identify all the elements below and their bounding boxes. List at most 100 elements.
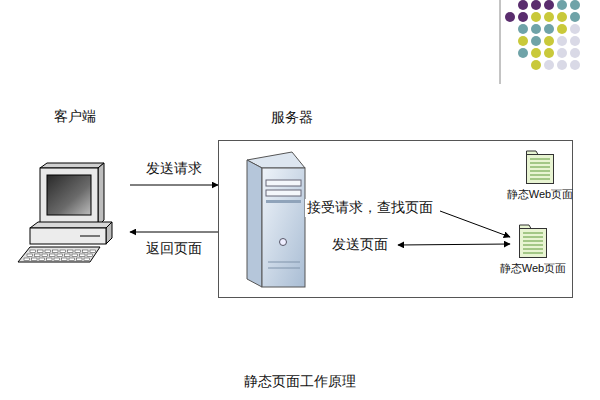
computer-illustration [18, 163, 112, 262]
icon-line [530, 159, 550, 160]
icon-line [523, 245, 543, 246]
request-arrow [130, 232, 218, 233]
icon-page [520, 229, 547, 258]
edge-label: 返回页面 [144, 240, 204, 258]
vent-line [268, 268, 300, 269]
icon-line [523, 253, 543, 254]
key [42, 254, 48, 257]
decor-dot [505, 12, 515, 22]
key [30, 250, 36, 253]
monitor-screen [47, 175, 91, 215]
key [75, 250, 81, 253]
decor-dot [531, 24, 541, 34]
decor-dot [518, 12, 528, 22]
decor-dot [557, 36, 567, 46]
icon-tab [527, 151, 539, 155]
icon-page [527, 155, 554, 184]
decor-dot [531, 0, 541, 10]
process-note: 接受请求，查找页面 [305, 199, 435, 217]
decor-dot [570, 48, 580, 58]
key [68, 250, 74, 253]
key [24, 258, 30, 261]
icon-line [530, 163, 550, 164]
key [72, 254, 78, 257]
key [57, 254, 63, 257]
tower-front [262, 168, 305, 287]
decor-dot [544, 36, 554, 46]
decor-dot [570, 24, 580, 34]
page-label: 静态Web页面 [491, 261, 575, 275]
base-side [106, 222, 112, 244]
icon-line [523, 241, 543, 242]
key [35, 254, 41, 257]
decor-dot [531, 12, 541, 22]
decor-dot [557, 48, 567, 58]
icon-tab [520, 225, 532, 229]
web-page-node: 静态Web页面 [498, 149, 582, 201]
web-page-node: 静态Web页面 [491, 223, 575, 275]
leader-arrow [440, 211, 510, 237]
page-label: 静态Web页面 [498, 187, 582, 201]
key [69, 258, 75, 261]
key [54, 258, 60, 261]
decor-dot [518, 0, 528, 10]
key [60, 250, 66, 253]
figure-caption: 静态页面工作原理 [244, 373, 356, 391]
decor-dot [557, 60, 567, 70]
drive-slot [80, 236, 100, 237]
decor-dot [518, 48, 528, 58]
icon-line [523, 249, 543, 250]
document-icon [518, 223, 548, 259]
decor-dot [531, 48, 541, 58]
node-heading: 服务器 [271, 109, 313, 127]
request-arrow [130, 185, 218, 186]
decor-dot [531, 36, 541, 46]
decor-dot [570, 36, 580, 46]
corner-decoration [500, 0, 580, 84]
double-arrow [398, 244, 510, 245]
key [80, 254, 86, 257]
key [65, 254, 71, 257]
decor-dot [557, 24, 567, 34]
key [27, 254, 33, 257]
key [87, 254, 93, 257]
decor-dot [557, 12, 567, 22]
key [39, 258, 45, 261]
decor-dot [544, 24, 554, 34]
decor-dot [518, 36, 528, 46]
key [45, 250, 51, 253]
computer-base [30, 228, 106, 244]
decor-dot [570, 0, 580, 10]
decor-dot [518, 24, 528, 34]
icon-line [523, 233, 543, 234]
icon-line [530, 175, 550, 176]
base-top [30, 222, 112, 228]
icon-line [523, 237, 543, 238]
decor-dot [544, 60, 554, 70]
decor-dot [570, 12, 580, 22]
key [53, 250, 59, 253]
decor-dot [544, 12, 554, 22]
drive-bay [266, 200, 301, 203]
key [77, 258, 83, 261]
decor-dot [557, 0, 567, 10]
server-frame: 静态Web页面静态Web页面服务器 [218, 140, 573, 298]
icon-line [530, 171, 550, 172]
drive-bay [266, 190, 301, 196]
process-note: 发送页面 [330, 236, 390, 254]
key [84, 258, 90, 261]
key [50, 254, 56, 257]
keyboard [18, 247, 100, 262]
decor-dot [544, 48, 554, 58]
key [83, 250, 89, 253]
key [90, 250, 96, 253]
monitor-top [40, 163, 104, 168]
decor-dot [570, 60, 580, 70]
power-button [280, 239, 287, 246]
drive-bay [266, 180, 301, 186]
node-heading: 客户端 [20, 108, 130, 126]
decor-line [500, 0, 501, 84]
monitor-side [98, 163, 104, 226]
icon-line [530, 179, 550, 180]
